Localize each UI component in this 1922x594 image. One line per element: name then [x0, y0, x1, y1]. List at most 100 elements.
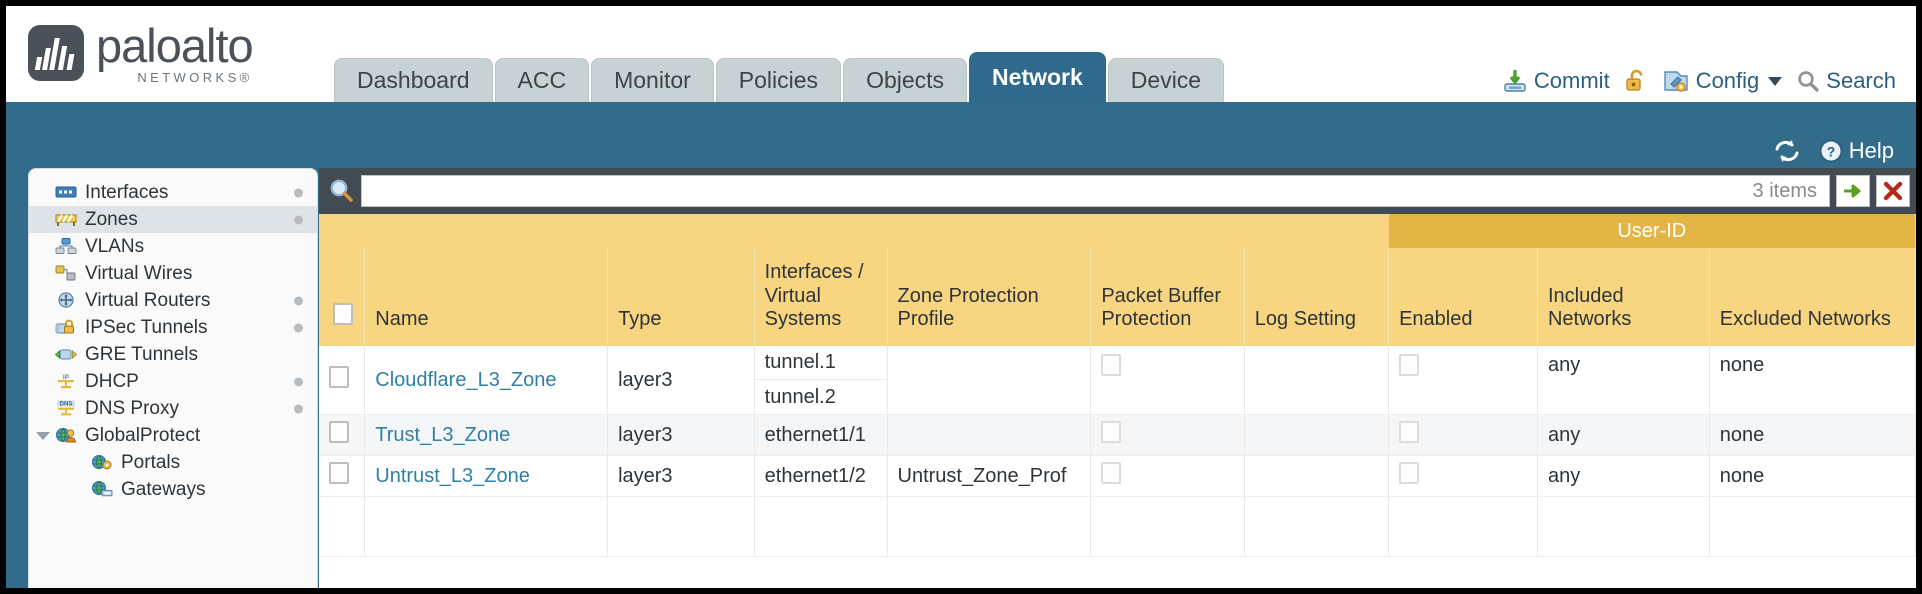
sidebar-item-label: Virtual Routers	[85, 289, 211, 311]
config-menu[interactable]: Config	[1662, 68, 1783, 94]
commit-label: Commit	[1533, 68, 1610, 93]
brand-logo: paloalto NETWORKS®	[28, 19, 254, 84]
zones-table: User-ID Name Type Interfaces / Virtual S…	[319, 214, 1916, 557]
cell-name: Trust_L3_Zone	[364, 414, 609, 456]
zones-icon	[55, 211, 77, 229]
help-button[interactable]: ? Help	[1818, 138, 1894, 164]
col-header-name[interactable]: Name	[364, 248, 609, 346]
virtual-routers-icon	[55, 291, 77, 310]
col-header-packet-buffer-protection[interactable]: Packet Buffer Protection	[1090, 248, 1245, 346]
cell-type: layer3	[607, 455, 755, 497]
packet-buffer-protection-checkbox[interactable]	[1101, 354, 1122, 376]
clear-filter-button[interactable]	[1876, 175, 1910, 207]
packet-buffer-protection-checkbox[interactable]	[1101, 462, 1122, 484]
sidebar-item-label: Virtual Wires	[85, 262, 193, 284]
cell-packet-buffer-protection	[1090, 346, 1245, 415]
secondary-bar: ? Help	[6, 102, 1916, 168]
tab-acc[interactable]: ACC	[494, 58, 590, 102]
sidebar-item-dhcp[interactable]: IP DHCP	[29, 368, 317, 395]
config-icon	[1663, 71, 1688, 92]
cell-userid-enabled	[1388, 455, 1538, 497]
zone-name-link[interactable]: Cloudflare_L3_Zone	[375, 368, 557, 391]
sidebar-item-label: GlobalProtect	[85, 424, 201, 446]
config-label: Config	[1695, 68, 1760, 93]
row-checkbox[interactable]	[329, 462, 349, 484]
sidebar-item-label: VLANs	[85, 235, 145, 257]
col-header-interfaces[interactable]: Interfaces / Virtual Systems	[754, 248, 888, 346]
sidebar-item-gre-tunnels[interactable]: GRE Tunnels	[29, 341, 317, 368]
search-input[interactable]: 3 items	[361, 175, 1830, 207]
tab-device[interactable]: Device	[1107, 58, 1225, 102]
zone-name-link[interactable]: Untrust_L3_Zone	[375, 464, 530, 487]
col-header-userid-enabled[interactable]: Enabled	[1388, 248, 1538, 346]
brand-name: paloalto	[96, 19, 254, 72]
col-header-excluded-networks[interactable]: Excluded Networks	[1709, 248, 1916, 346]
cell-log-setting	[1244, 346, 1390, 415]
sidebar-item-ipsec-tunnels[interactable]: IPSec Tunnels	[29, 314, 317, 341]
utility-toolbar: Commit Config	[1502, 68, 1896, 94]
col-header-type[interactable]: Type	[607, 248, 755, 346]
sidebar-item-interfaces[interactable]: Interfaces	[29, 179, 317, 206]
col-header-zone-protection-profile[interactable]: Zone Protection Profile	[887, 248, 1092, 346]
userid-enabled-checkbox[interactable]	[1399, 421, 1420, 443]
select-all-checkbox[interactable]	[333, 303, 353, 326]
sidebar-item-zones[interactable]: Zones	[29, 206, 317, 233]
interface-entry: tunnel.2	[764, 385, 836, 408]
svg-text:?: ?	[1826, 144, 1835, 160]
status-dot	[294, 323, 303, 332]
main-tabs: Dashboard ACC Monitor Policies Objects N…	[334, 52, 1225, 102]
paloalto-logo-icon	[28, 25, 84, 81]
sidebar-item-dns-proxy[interactable]: DNS DNS Proxy	[29, 395, 317, 422]
select-all-header	[319, 248, 366, 346]
unlock-icon[interactable]	[1624, 68, 1648, 94]
cell-log-setting	[1244, 414, 1390, 456]
table-row[interactable]: Cloudflare_L3_Zone layer3 tunnel.1 tunne…	[319, 346, 1916, 415]
commit-button[interactable]: Commit	[1502, 68, 1610, 94]
userid-enabled-checkbox[interactable]	[1399, 354, 1420, 376]
tab-monitor[interactable]: Monitor	[591, 58, 714, 102]
tab-dashboard[interactable]: Dashboard	[334, 58, 493, 102]
virtual-wires-icon	[55, 265, 77, 283]
vlans-icon	[55, 237, 77, 256]
search-button[interactable]: Search	[1796, 68, 1896, 94]
row-checkbox[interactable]	[329, 366, 349, 388]
sidebar-item-globalprotect[interactable]: GlobalProtect	[29, 422, 317, 449]
packet-buffer-protection-checkbox[interactable]	[1101, 421, 1122, 443]
cell-interfaces: ethernet1/2	[754, 455, 888, 497]
commit-icon	[1504, 70, 1526, 92]
help-label: Help	[1848, 138, 1894, 163]
dhcp-icon: IP	[55, 373, 77, 391]
table-row[interactable]: Untrust_L3_Zone layer3 ethernet1/2 Untru…	[319, 455, 1916, 497]
tab-objects[interactable]: Objects	[843, 58, 968, 102]
sidebar-item-virtual-wires[interactable]: Virtual Wires	[29, 260, 317, 287]
sidebar-item-label: Portals	[121, 451, 181, 473]
status-dot	[294, 215, 303, 224]
sidebar-item-portals[interactable]: Portals	[29, 449, 317, 476]
sidebar-item-vlans[interactable]: VLANs	[29, 233, 317, 260]
group-header-spacer	[319, 214, 1389, 248]
status-dot	[294, 377, 303, 386]
sidebar-item-label: Interfaces	[85, 181, 169, 203]
refresh-icon[interactable]	[1772, 138, 1802, 164]
network-sidebar: Interfaces Zones	[28, 168, 318, 588]
zone-name-link[interactable]: Trust_L3_Zone	[375, 423, 511, 446]
help-icon: ?	[1819, 139, 1843, 163]
tab-policies[interactable]: Policies	[715, 58, 842, 102]
apply-filter-button[interactable]	[1836, 175, 1870, 207]
tab-network[interactable]: Network	[969, 52, 1106, 102]
svg-text:IP: IP	[63, 374, 70, 381]
table-row[interactable]: Trust_L3_Zone layer3 ethernet1/1	[319, 414, 1916, 456]
cell-excluded-networks: none	[1709, 414, 1916, 456]
sidebar-item-gateways[interactable]: Gateways	[29, 476, 317, 503]
search-icon[interactable]	[327, 177, 355, 205]
userid-enabled-checkbox[interactable]	[1399, 462, 1420, 484]
row-checkbox[interactable]	[329, 421, 349, 443]
col-header-log-setting[interactable]: Log Setting	[1244, 248, 1390, 346]
col-header-included-networks[interactable]: Included Networks	[1537, 248, 1710, 346]
zones-table-container: User-ID Name Type Interfaces / Virtual S…	[319, 214, 1916, 588]
sidebar-item-virtual-routers[interactable]: Virtual Routers	[29, 287, 317, 314]
chevron-down-icon[interactable]	[36, 431, 50, 440]
row-select-cell	[319, 414, 366, 456]
filter-bar: 3 items	[319, 168, 1916, 214]
cell-included-networks: any	[1537, 346, 1710, 415]
